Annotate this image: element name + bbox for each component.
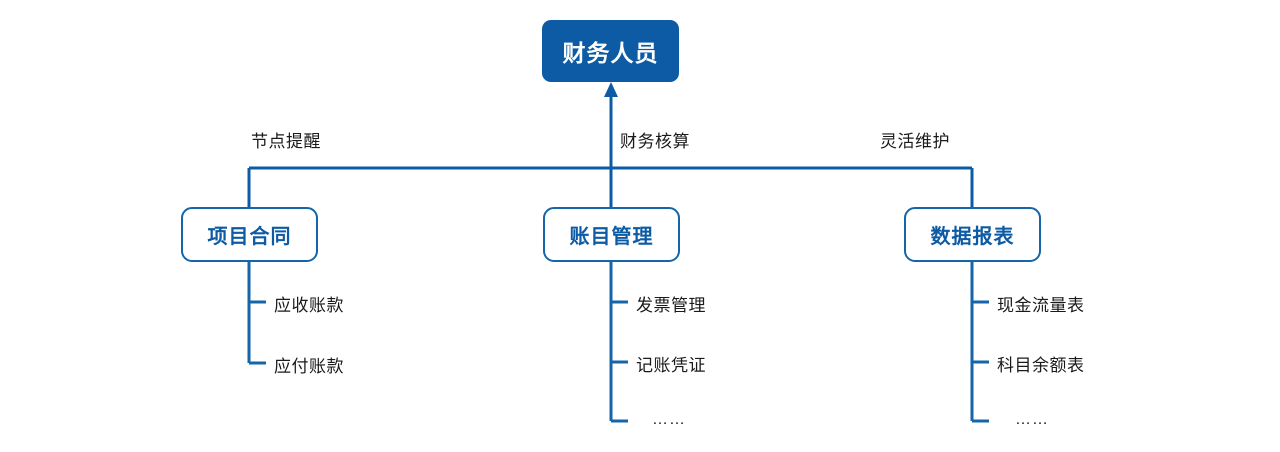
edge-label-1: 节点提醒 [251,132,321,151]
edge-label-2: 财务核算 [620,132,690,151]
branch-node-label-1: 项目合同 [207,226,292,248]
root-node-label: 财务人员 [562,40,659,66]
arrow-head-icon [604,82,618,97]
branch-node-project-contract[interactable]: 项目合同 [181,207,318,262]
branch-node-account-management[interactable]: 账目管理 [543,207,680,262]
leaf-item[interactable]: 发票管理 [636,296,706,315]
branch-node-data-report[interactable]: 数据报表 [904,207,1041,262]
leaf-item[interactable]: 应收账款 [274,296,344,315]
leaf-item-ellipsis: …… [1015,411,1049,428]
branch-node-label-2: 账目管理 [569,226,654,248]
leaf-item[interactable]: 应付账款 [274,357,344,376]
branch-node-label-3: 数据报表 [930,226,1015,248]
leaf-item[interactable]: 现金流量表 [997,296,1085,315]
edge-label-3: 灵活维护 [880,132,950,151]
leaf-item[interactable]: 记账凭证 [636,356,706,375]
leaf-item[interactable]: 科目余额表 [997,356,1085,375]
root-node-finance-staff[interactable]: 财务人员 [542,20,679,82]
leaf-item-ellipsis: …… [652,411,686,428]
